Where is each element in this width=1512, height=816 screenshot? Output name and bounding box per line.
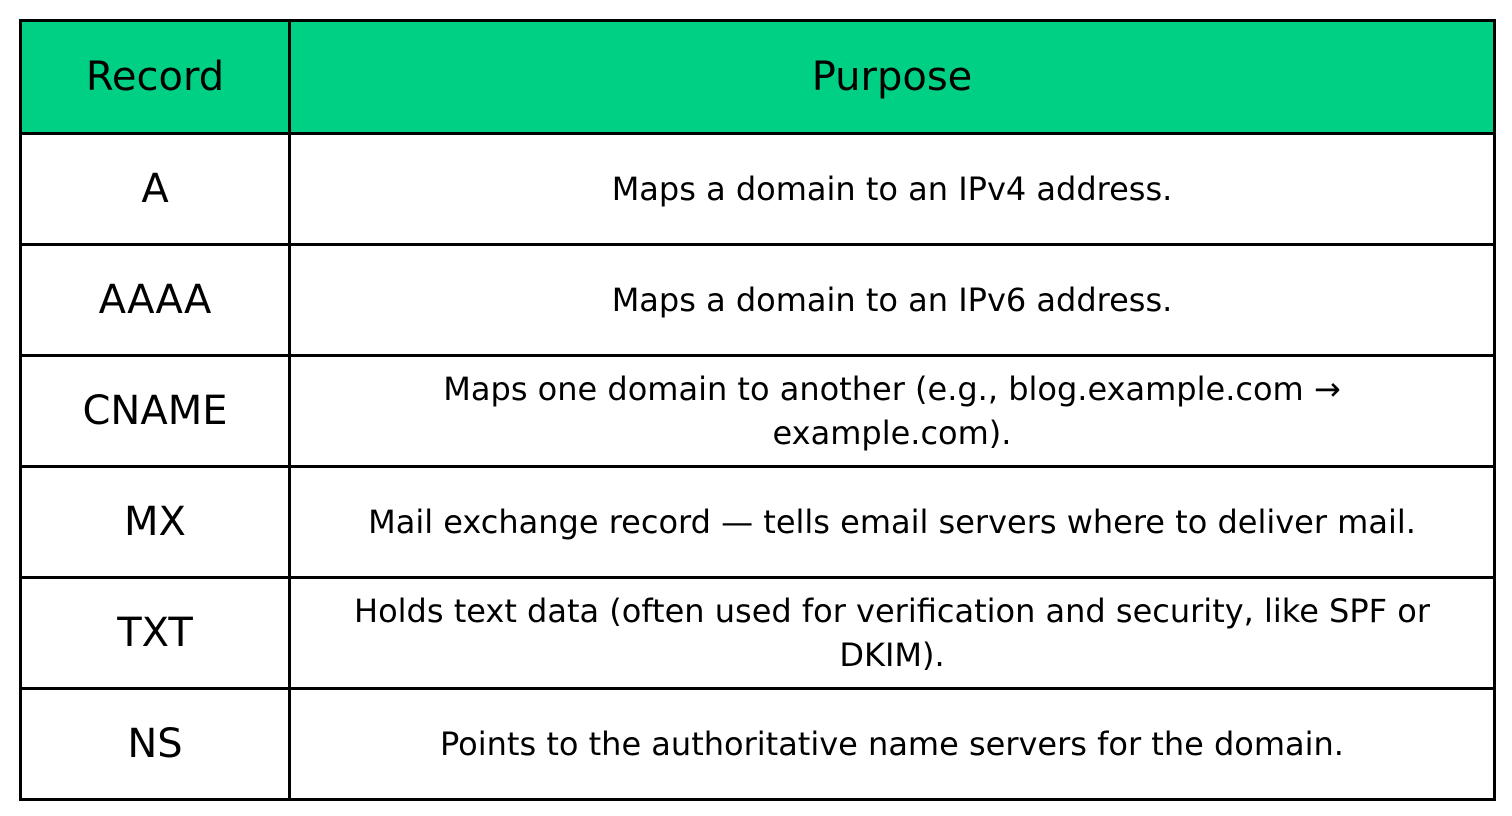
dns-records-table: Record Purpose A Maps a domain to an IPv… (19, 19, 1496, 801)
table-row: TXT Holds text data (often used for veri… (19, 576, 1496, 690)
record-type-cell: TXT (19, 576, 291, 690)
purpose-cell: Maps one domain to another (e.g., blog.e… (288, 354, 1496, 468)
record-type-cell: MX (19, 465, 291, 579)
purpose-cell: Maps a domain to an IPv4 address. (288, 132, 1496, 246)
table-row: A Maps a domain to an IPv4 address. (19, 132, 1496, 246)
record-type-cell: A (19, 132, 291, 246)
table-row: MX Mail exchange record — tells email se… (19, 465, 1496, 579)
record-type-cell: NS (19, 687, 291, 801)
table-body: A Maps a domain to an IPv4 address. AAAA… (19, 132, 1496, 801)
table-header: Record Purpose (19, 19, 1496, 135)
header-row: Record Purpose (19, 19, 1496, 135)
table-row: AAAA Maps a domain to an IPv6 address. (19, 243, 1496, 357)
record-column-header: Record (19, 19, 291, 135)
purpose-cell: Holds text data (often used for verifica… (288, 576, 1496, 690)
record-type-cell: AAAA (19, 243, 291, 357)
purpose-cell: Points to the authoritative name servers… (288, 687, 1496, 801)
table-row: CNAME Maps one domain to another (e.g., … (19, 354, 1496, 468)
table-row: NS Points to the authoritative name serv… (19, 687, 1496, 801)
purpose-cell: Maps a domain to an IPv6 address. (288, 243, 1496, 357)
record-type-cell: CNAME (19, 354, 291, 468)
purpose-column-header: Purpose (288, 19, 1496, 135)
purpose-cell: Mail exchange record — tells email serve… (288, 465, 1496, 579)
